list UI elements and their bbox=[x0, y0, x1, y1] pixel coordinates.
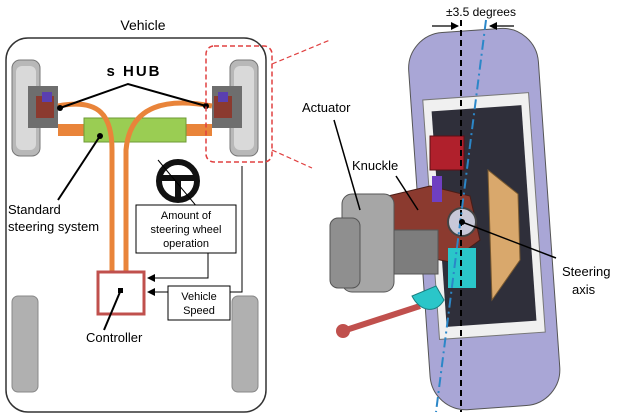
zoom-callout-box bbox=[205, 45, 273, 163]
knuckle-label: Knuckle bbox=[352, 158, 398, 173]
hub-disc bbox=[487, 168, 521, 302]
standard-label-line1: Standard bbox=[8, 202, 61, 217]
vehicle-speed-box bbox=[167, 285, 231, 321]
front-right-shub bbox=[212, 59, 259, 157]
actuator-leader-line bbox=[333, 119, 361, 211]
standard-leader-line bbox=[57, 135, 101, 201]
front-left-shub bbox=[11, 59, 58, 157]
steering-axis-line bbox=[435, 19, 487, 413]
standard-leader-dot bbox=[97, 133, 103, 139]
shub-leader-dot-left bbox=[57, 105, 63, 111]
steering-axis-label-line1: Steering bbox=[562, 264, 610, 279]
tie-rod bbox=[342, 303, 421, 334]
amount-label-line3: operation bbox=[163, 238, 209, 250]
tie-rod-end bbox=[336, 324, 350, 338]
controller-dot bbox=[118, 288, 123, 293]
amount-label-line1: Amount of bbox=[161, 210, 212, 222]
shub-leader-lines bbox=[59, 82, 207, 109]
actuator-label: Actuator bbox=[302, 100, 351, 115]
controller-label: Controller bbox=[86, 330, 143, 345]
rear-right-wheel bbox=[231, 295, 259, 393]
vehicle-label: Vehicle bbox=[120, 17, 165, 33]
tie-rod-arm bbox=[411, 285, 445, 310]
steering-axis-leader-line bbox=[461, 221, 557, 259]
vehicle-speed-label-line1: Vehicle bbox=[181, 291, 216, 303]
steering-axis-dot bbox=[459, 219, 465, 225]
shub-leader-dot-right bbox=[203, 103, 209, 109]
amount-label-line2: steering wheel bbox=[151, 224, 222, 236]
brake-caliper bbox=[429, 135, 465, 171]
actuator bbox=[329, 193, 439, 293]
degrees-label: ±3.5 degrees bbox=[446, 5, 516, 19]
knuckle-leader-line bbox=[395, 175, 419, 211]
amount-box bbox=[135, 204, 237, 254]
vehicle-speed-label-line2: Speed bbox=[183, 305, 215, 317]
shub-label: s HUB bbox=[106, 63, 161, 80]
sensor-part bbox=[432, 176, 442, 202]
zoom-callout-lines bbox=[271, 39, 331, 169]
rear-left-wheel bbox=[11, 295, 39, 393]
standard-label-line2: steering system bbox=[8, 219, 99, 234]
steering-axis-label-line2: axis bbox=[572, 282, 596, 297]
controller-leader-line bbox=[103, 291, 121, 331]
